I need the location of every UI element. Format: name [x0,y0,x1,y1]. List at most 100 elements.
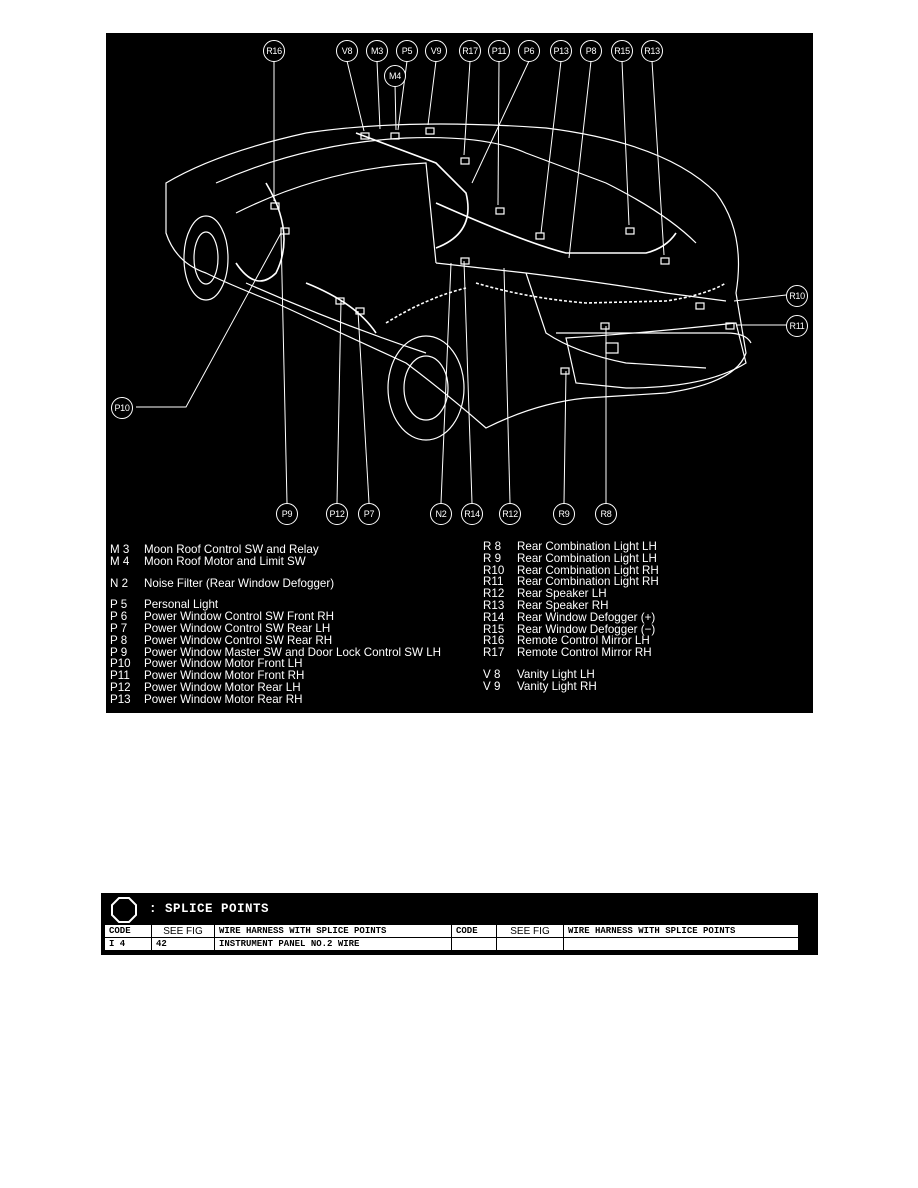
callout-v9: V9 [425,40,447,62]
legend-desc: Rear Window Defogger (+) [517,610,656,624]
legend-desc: Noise Filter (Rear Window Defogger) [144,576,335,590]
legend-item: P 8 Power Window Control SW Rear RH [110,633,441,647]
splice-title: : SPLICE POINTS [149,902,270,916]
legend-right: R 8 Rear Combination Light LH R 9 Rear Com… [483,541,659,693]
trunk-lid [565,322,747,389]
callout-m4: M4 [384,65,406,87]
wiring-diagram: R16 V8 M3 P5 V9 R17 P11 P6 P13 P8 R15 R1… [106,33,813,713]
header-see-fig: SEE FIG [151,924,215,938]
legend-code: V 9 [483,679,501,693]
legend-code: P 9 [110,645,128,659]
legend-desc: Power Window Motor Rear LH [144,680,301,694]
callout-p5: P5 [396,40,418,62]
cell-harness-2 [563,937,799,951]
callout-p13: P13 [550,40,572,62]
legend-code: V 8 [483,667,501,681]
legend-code: R16 [483,634,505,648]
legend-code: P 5 [110,598,128,612]
cell-code: I 4 [104,937,152,951]
callout-p9: P9 [276,503,298,525]
callout-r8: R8 [595,503,617,525]
cell-harness: INSTRUMENT PANEL NO.2 WIRE [214,937,452,951]
legend-code: R 8 [483,540,502,553]
legend-desc: Rear Combination Light RH [517,563,659,577]
callout-p7: P7 [358,503,380,525]
legend-code: R14 [483,610,505,624]
legend-desc: Vanity Light LH [517,667,595,681]
legend-desc: Moon Roof Control SW and Relay [144,543,319,556]
legend-item: P11 Power Window Motor Front RH [110,670,441,682]
legend-code: R 9 [483,551,502,565]
callout-r15: R15 [611,40,633,62]
legend-desc: Remote Control Mirror RH [517,646,652,660]
legend-item: V 8 Vanity Light LH [483,669,659,681]
roof-line [215,136,697,244]
callout-m3: M3 [366,40,388,62]
rear-wheel-left [387,335,465,441]
legend-item: N 2 Noise Filter (Rear Window Defogger) [110,576,441,590]
splice-points-panel: : SPLICE POINTS CODE SEE FIG WIRE HARNES… [101,893,818,955]
car-body-outline [165,123,747,429]
legend-code: N 2 [110,576,129,590]
callout-v8: V8 [336,40,358,62]
legend-item: P13 Power Window Motor Rear RH [110,692,441,706]
legend-desc: Power Window Motor Front RH [144,669,305,683]
legend-desc: Power Window Motor Rear RH [144,692,303,706]
legend-item: R13 Rear Speaker RH [483,600,659,612]
legend-desc: Rear Speaker RH [517,598,609,612]
legend-code: R13 [483,598,505,612]
callout-r16: R16 [263,40,285,62]
callout-r17: R17 [459,40,481,62]
header-see-fig-2: SEE FIG [496,924,564,938]
table-header-row: CODE SEE FIG WIRE HARNESS WITH SPLICE PO… [104,924,799,938]
legend-desc: Power Window Control SW Rear RH [144,633,333,647]
side-window-line [235,162,437,264]
legend-desc: Vanity Light RH [517,679,597,693]
callout-n2: N2 [430,503,452,525]
legend-code: R17 [483,646,505,660]
callout-r13: R13 [641,40,663,62]
legend-item: M 4 Moon Roof Motor and Limit SW [110,554,441,568]
legend-code: P13 [110,692,131,706]
header-harness: WIRE HARNESS WITH SPLICE POINTS [214,924,452,938]
legend-code: P10 [110,657,131,671]
legend-code: M 4 [110,554,130,568]
callout-p6: P6 [518,40,540,62]
callout-r12: R12 [499,503,521,525]
header-code-2: CODE [451,924,497,938]
legend-item: P 6 Power Window Control SW Front RH [110,611,441,623]
callout-p8: P8 [580,40,602,62]
legend-item: R11 Rear Combination Light RH [483,576,659,588]
legend-desc: Power Window Master SW and Door Lock Con… [144,645,442,659]
callout-r14: R14 [461,503,483,525]
legend-desc: Power Window Control SW Front RH [144,610,335,624]
legend-desc: Rear Combination Light RH [517,575,659,589]
legend-desc: Rear Window Defogger (−) [517,622,656,636]
legend-code: P 6 [110,610,128,624]
callout-r9: R9 [553,503,575,525]
cell-code-2 [451,937,497,951]
legend-item: V 9 Vanity Light RH [483,679,659,693]
octagon-icon [111,897,137,923]
legend-item: R17 Remote Control Mirror RH [483,647,659,659]
legend-desc: Moon Roof Motor and Limit SW [144,554,306,568]
callout-r10: R10 [786,285,808,307]
legend-desc: Personal Light [144,598,219,612]
legend-desc: Power Window Motor Front LH [144,657,303,671]
legend-desc: Rear Combination Light LH [517,551,657,565]
legend-code: P11 [110,669,130,683]
legend-item: R14 Rear Window Defogger (+) [483,610,659,624]
cell-see-fig-2 [496,937,564,951]
legend-item: P 5 Personal Light [110,599,441,611]
callout-r11: R11 [786,315,808,337]
legend-code: P 8 [110,633,128,647]
legend-item: P10 Power Window Motor Front LH [110,658,441,670]
car-wiring-illustration [136,60,787,504]
legend-item: P 9 Power Window Master SW and Door Lock … [110,645,442,659]
legend-code: R11 [483,575,504,589]
